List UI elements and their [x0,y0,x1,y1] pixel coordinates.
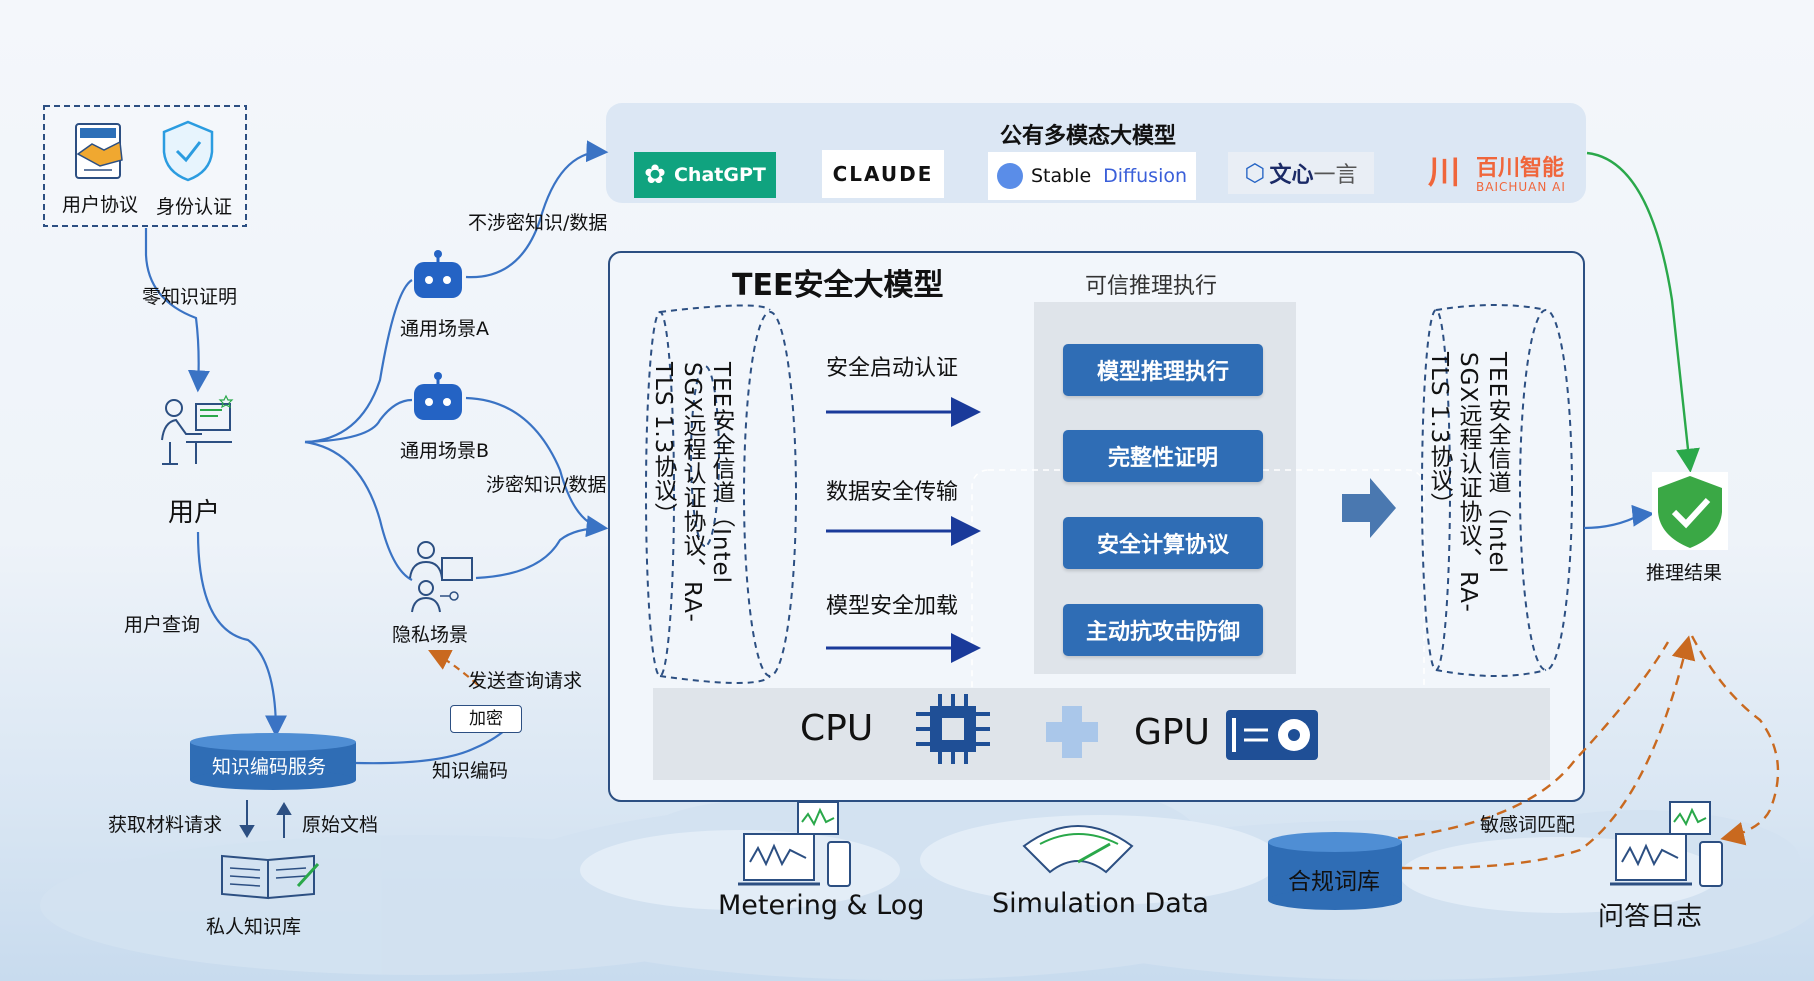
qa-log-devices-icon [1610,801,1723,887]
chatgpt-knot-icon: ✿ [644,160,666,190]
module-integrity: 完整性证明 [1063,430,1263,482]
module-defense: 主动抗攻击防御 [1063,604,1263,656]
material-arrows [239,800,292,838]
knowledge-service-cylinder [190,733,356,790]
public-models-title: 公有多模态大模型 [1000,124,1177,149]
scenario-a-label: 通用场景A [400,318,489,340]
green-arrow [1586,151,1700,473]
baichuan-mark-icon: 川 [1428,153,1461,191]
non-sensitive-label: 不涉密知识/数据 [468,212,608,234]
privacy-people-icon [409,541,473,613]
module-inference: 模型推理执行 [1063,344,1263,396]
compliance-cylinder [1268,832,1402,910]
right-channel-text: TEE安全信道（Intel SGX远程认证协议、RA-TLS 1.3协议） [1426,352,1510,613]
left-channel-cylinder [645,304,797,684]
wenxin-logo: ⬡文心一言 [1228,152,1374,194]
scenario-b-label: 通用场景B [400,440,490,462]
metering-devices-icon [738,801,851,887]
zkp-label: 零知识证明 [142,286,238,308]
compliance-label: 合规词库 [1288,869,1380,895]
knowledge-service-label: 知识编码服务 [212,756,327,778]
send-query-label: 发送查询请求 [468,670,583,692]
gauge-icon [1022,825,1134,874]
user-query-label: 用户查询 [124,614,201,636]
agreement-label: 用户协议 [62,194,139,216]
hardware-bar [653,688,1550,780]
step-arrows [826,397,981,663]
chatgpt-logo: ✿ChatGPT [634,152,776,198]
palette-icon [996,163,1023,189]
result-shield-icon [1652,472,1728,550]
sensitive-match-label: 敏感词匹配 [1480,814,1576,836]
encode-label: 知识编码 [432,760,509,782]
gpu-card-icon [1226,710,1318,760]
trusted-exec-title: 可信推理执行 [1085,274,1218,299]
metering-label: Metering & Log [718,890,925,921]
robot-a-icon [414,250,462,298]
cpu-label: CPU [800,708,874,749]
block-arrow [1342,478,1396,538]
flow-connectors [144,140,1655,765]
plus-icon [1046,706,1098,758]
baichuan-logo: 川 百川智能 BAICHUAN AI [1428,153,1566,194]
simulation-label: Simulation Data [992,888,1209,919]
module-secure-compute: 安全计算协议 [1063,517,1263,569]
qa-log-label: 问答日志 [1598,902,1703,932]
identity-shield-icon [162,120,214,182]
gpu-label: GPU [1134,712,1210,753]
encrypt-tag: 加密 [450,705,522,733]
private-kb-book-icon [221,854,320,900]
private-kb-label: 私人知识库 [206,916,302,938]
result-label: 推理结果 [1646,562,1723,584]
identity-label: 身份认证 [156,196,233,218]
send-query-arrow [428,650,479,686]
user-label: 用户 [168,498,221,528]
tee-title: TEE安全大模型 [732,268,944,303]
step-model-load: 模型安全加载 [826,594,959,619]
sensitive-label: 涉密知识/数据 [486,474,607,496]
cpu-chip-icon [916,694,990,764]
raw-doc-label: 原始文档 [302,814,379,836]
user-at-computer-icon [161,394,234,465]
right-channel-cylinder [1421,304,1573,677]
wenxin-hex-icon: ⬡ [1244,159,1266,187]
claude-logo: CLAUDE [822,150,944,198]
step-secure-boot: 安全启动认证 [826,356,959,381]
left-channel-text: TEE安全信道（Intel SGX远程认证协议、RA-TLS 1.3协议） [650,362,734,623]
scenario-private-label: 隐私场景 [392,624,469,646]
step-data-transfer: 数据安全传输 [826,480,959,505]
orange-dashed-arrows [1397,635,1780,870]
agreement-icon [75,123,123,179]
robot-b-icon [414,372,462,420]
get-material-label: 获取材料请求 [108,814,223,836]
